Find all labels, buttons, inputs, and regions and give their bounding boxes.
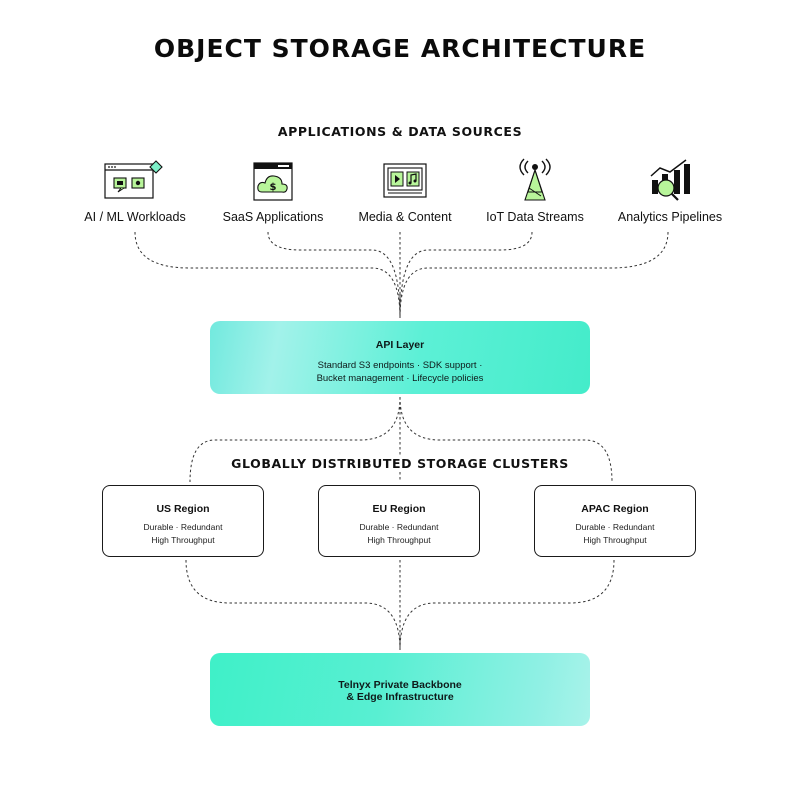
region-name: EU Region (372, 503, 426, 515)
source-label: AI / ML Workloads (84, 210, 186, 224)
source-ai-ml: AI / ML Workloads (55, 160, 215, 224)
backbone-line1: Telnyx Private Backbone (338, 679, 462, 691)
connector-analytics-to-api (399, 231, 669, 319)
api-layer-line2: Bucket management · Lifecycle policies (316, 373, 484, 384)
clusters-heading-text: GLOBALLY DISTRIBUTED STORAGE CLUSTERS (227, 456, 573, 471)
backbone-line2: & Edge Infrastructure (346, 691, 454, 703)
svg-text:$: $ (270, 182, 277, 193)
region-line1: Durable · Redundant (359, 522, 439, 532)
region-line1: Durable · Redundant (575, 522, 655, 532)
region-line1: Durable · Redundant (143, 522, 223, 532)
connector-apac-to-backbone (399, 559, 615, 651)
connector-api-to-apac (399, 396, 613, 483)
region-apac: APAC Region Durable · Redundant High Thr… (534, 485, 696, 557)
region-eu: EU Region Durable · Redundant High Throu… (318, 485, 480, 557)
region-name: APAC Region (581, 503, 649, 515)
connector-saas-to-api (267, 231, 401, 319)
saas-cloud-dollar-icon: $ (253, 162, 293, 201)
api-layer-box: API Layer Standard S3 endpoints · SDK su… (210, 321, 590, 394)
source-label: SaaS Applications (222, 210, 324, 224)
connector-iot-to-api (399, 231, 533, 319)
ai-ml-icon (104, 160, 163, 199)
region-name: US Region (156, 503, 210, 515)
region-us: US Region Durable · Redundant High Throu… (102, 485, 264, 557)
page-title: OBJECT STORAGE ARCHITECTURE (153, 34, 647, 63)
region-line2: High Throughput (151, 535, 215, 545)
sources-heading: APPLICATIONS & DATA SOURCES (277, 124, 523, 139)
source-analytics: Analytics Pipelines (590, 159, 750, 224)
connector-ai-to-api (134, 231, 401, 319)
region-line2: High Throughput (367, 535, 431, 545)
api-layer-line1: Standard S3 endpoints · SDK support · (317, 360, 483, 371)
source-media: Media & Content (325, 160, 485, 224)
source-iot: IoT Data Streams (455, 158, 615, 224)
sources-row: AI / ML Workloads $ SaaS Applications (0, 158, 800, 230)
connector-api-to-us (189, 396, 401, 483)
media-player-icon (383, 163, 427, 198)
source-label: IoT Data Streams (486, 210, 584, 224)
region-line2: High Throughput (583, 535, 647, 545)
iot-tower-icon (519, 158, 551, 201)
source-label: Media & Content (358, 210, 452, 224)
clusters-heading: GLOBALLY DISTRIBUTED STORAGE CLUSTERS (0, 456, 800, 471)
backbone-box: Telnyx Private Backbone & Edge Infrastru… (210, 653, 590, 726)
api-layer-title: API Layer (375, 339, 425, 351)
analytics-chart-icon (650, 159, 690, 201)
source-label: Analytics Pipelines (617, 210, 723, 224)
connector-us-to-backbone (185, 559, 401, 651)
source-saas: $ SaaS Applications (193, 160, 353, 224)
